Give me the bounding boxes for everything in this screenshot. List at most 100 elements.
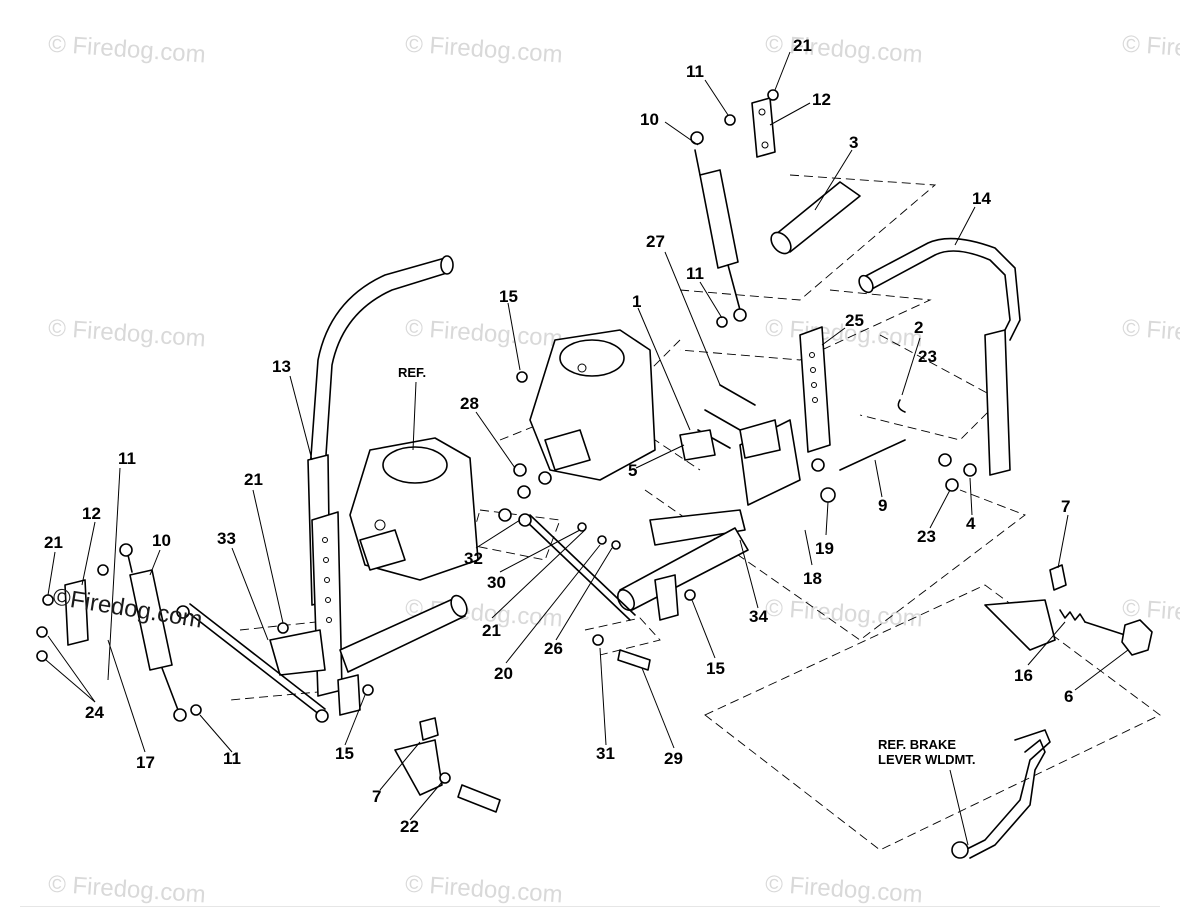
- callout-label: 15: [499, 287, 518, 306]
- rod-30: [524, 514, 636, 621]
- callout-label: 5: [628, 461, 638, 480]
- nut-24-b: [36, 650, 48, 662]
- nut-21-mid: [277, 622, 289, 634]
- callout-label: 26: [544, 639, 563, 658]
- bracket-7-right: [984, 564, 1067, 651]
- callout-label: 28: [460, 394, 479, 413]
- upright-bar-25: [799, 326, 831, 453]
- callout-label: 10: [152, 531, 171, 550]
- callout-label: 34: [749, 607, 768, 626]
- nut-32-d: [518, 513, 532, 527]
- nut-19-b: [811, 458, 825, 472]
- nut-31: [592, 634, 604, 646]
- washer-26: [611, 540, 621, 550]
- control-handle-right: [858, 237, 1021, 476]
- brake-lever: [951, 729, 1051, 859]
- callout-label: 21: [44, 533, 63, 552]
- callout-label: 11: [686, 264, 704, 283]
- bolt-bottom: [457, 784, 501, 813]
- clip-2: [897, 399, 906, 413]
- callout-label: 15: [706, 659, 725, 678]
- bracket-12-top: [751, 97, 776, 158]
- callout-label: 7: [372, 787, 382, 806]
- hydro-transmission-right: [529, 329, 656, 481]
- callout-label: 6: [1064, 687, 1074, 706]
- bracket-7-bottom: [394, 717, 443, 796]
- link-rod-left: [176, 603, 329, 723]
- callout-label: 12: [812, 90, 831, 109]
- callout-label: 3: [849, 133, 859, 152]
- callout-label: 24: [85, 703, 104, 722]
- rod-9: [839, 439, 906, 471]
- callout-label: 10: [640, 110, 659, 129]
- bolt-11-bottom: [190, 704, 202, 716]
- bolt-28: [513, 463, 527, 477]
- nut-32-a: [517, 485, 531, 499]
- callout-label: 9: [878, 496, 888, 515]
- nut-21-top: [767, 89, 779, 101]
- callout-label: 16: [1014, 666, 1033, 685]
- hydro-transmission-left: [349, 437, 479, 581]
- nut-19: [820, 487, 836, 503]
- callout-label: 21: [482, 621, 501, 640]
- nut-15-left: [362, 684, 374, 696]
- nut-21: [577, 522, 587, 532]
- ref-note: REF.: [398, 365, 427, 380]
- callout-label: 20: [494, 664, 513, 683]
- bolt-11-left: [97, 564, 109, 576]
- ref-brake-note: REF. BRAKE LEVER WLDMT.: [878, 737, 976, 768]
- washer-4: [963, 463, 977, 477]
- bracket-5: [679, 429, 716, 461]
- callout-label: 7: [1061, 497, 1071, 516]
- callout-label: 29: [664, 749, 683, 768]
- callout-label: 18: [803, 569, 822, 588]
- callout-label: 4: [966, 514, 976, 533]
- bracket-12-left: [64, 579, 89, 646]
- spring-20: [597, 535, 607, 545]
- ref-brake-line-1: REF. BRAKE: [878, 737, 957, 752]
- callout-label: 22: [400, 817, 419, 836]
- callout-label: 33: [217, 529, 236, 548]
- bolt-29: [617, 649, 651, 671]
- nut-15-right: [684, 589, 696, 601]
- callout-label: 23: [917, 527, 936, 546]
- bolt-11-mid: [716, 316, 728, 328]
- leader-lines: [45, 51, 1129, 846]
- callout-label: 11: [223, 749, 241, 768]
- pivot-shaft-left: [337, 594, 468, 716]
- grip-3: [770, 181, 861, 255]
- callout-label: 27: [646, 232, 665, 251]
- bolt-23-b: [938, 453, 952, 467]
- pivot-arm-34: [617, 509, 749, 621]
- nut-22: [439, 772, 451, 784]
- callout-label: 21: [244, 470, 263, 489]
- callout-label: 13: [272, 357, 291, 376]
- callout-label: 2: [914, 318, 924, 337]
- callout-label: 15: [335, 744, 354, 763]
- callout-label: 23: [918, 347, 937, 366]
- callout-label: 11: [118, 449, 136, 468]
- callout-label: 12: [82, 504, 101, 523]
- spring-16: [1059, 609, 1126, 636]
- bolt-11-top: [724, 114, 736, 126]
- nut-32-c: [498, 508, 512, 522]
- nut-32-b: [538, 471, 552, 485]
- callout-label: 1: [632, 292, 642, 311]
- knob-6: [1121, 619, 1153, 656]
- callout-label: 25: [845, 311, 864, 330]
- nut-24-a: [36, 626, 48, 638]
- ref-brake-line-2: LEVER WLDMT.: [878, 751, 976, 767]
- gas-spring-left: [119, 543, 187, 722]
- bottom-divider: [20, 906, 1160, 907]
- upright-33: [269, 511, 343, 697]
- callout-label: 17: [136, 753, 155, 772]
- callout-label: 31: [596, 744, 615, 763]
- pivot-plate-right: [739, 419, 801, 506]
- bolt-23: [945, 478, 959, 492]
- gas-spring-top: [690, 131, 747, 322]
- callout-label: 32: [464, 549, 483, 568]
- callout-label: 30: [487, 573, 506, 592]
- callout-label: 11: [686, 62, 704, 81]
- callout-label: 19: [815, 539, 834, 558]
